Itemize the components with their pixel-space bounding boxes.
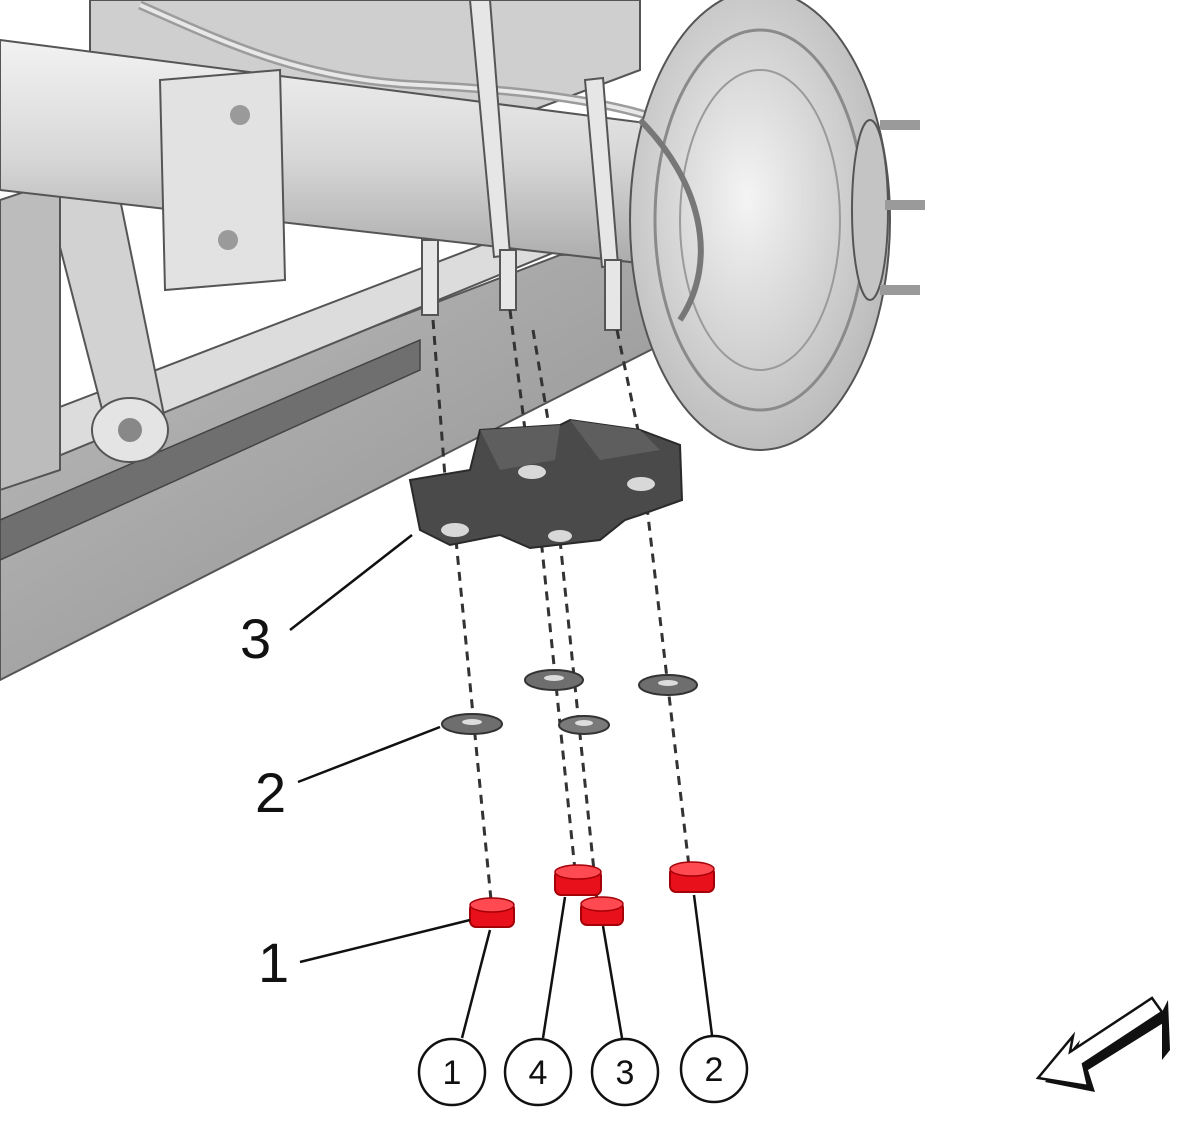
spring-seat-hole-lower: [218, 230, 238, 250]
sequence-label: 4: [529, 1054, 548, 1092]
callout-label-1: 1: [258, 931, 289, 994]
callout-label-3: 3: [240, 607, 271, 670]
nuts: [469, 861, 715, 928]
leaf-spring: [0, 178, 61, 492]
nut: [669, 861, 715, 893]
leader-2: [297, 725, 441, 784]
washer: [441, 713, 503, 735]
bracket-hole: [518, 465, 546, 479]
sequence-label: 3: [616, 1054, 635, 1092]
washer: [524, 669, 584, 691]
bracket-hole: [441, 523, 469, 537]
nut: [469, 897, 515, 928]
sequence-label: 1: [443, 1054, 462, 1092]
callout-label-2: 2: [255, 761, 286, 824]
nut: [554, 864, 602, 896]
underbody-dark-channel: [0, 338, 421, 561]
wheel-stud: [880, 120, 920, 130]
brake-drum: [629, 0, 925, 451]
anchor-plate-bracket: [408, 418, 684, 550]
wheel-stud: [880, 285, 920, 295]
sequence-label: 2: [705, 1051, 724, 1089]
spring-seat: [158, 68, 287, 292]
tightening-sequence: 1 4 3 2: [417, 894, 749, 1107]
forward-arrow-icon: [1035, 996, 1170, 1092]
wheel-stud: [885, 200, 925, 210]
sequence-marker: 2: [679, 1034, 749, 1104]
leader-3: [289, 534, 413, 631]
u-bolts: [421, 0, 622, 331]
washers: [441, 669, 698, 735]
vehicle-underbody: [0, 0, 925, 682]
washer: [558, 715, 610, 735]
shock-bolt: [118, 418, 142, 442]
sequence-marker: 1: [417, 1037, 487, 1107]
bracket-hole: [548, 530, 572, 542]
bracket-hole: [627, 477, 655, 491]
washer: [638, 674, 698, 696]
leader-1: [299, 918, 471, 964]
sequence-marker: 4: [503, 1037, 573, 1107]
nut: [580, 896, 624, 926]
sequence-marker: 3: [590, 1037, 660, 1107]
callouts: 3 2 1: [240, 534, 471, 994]
spring-seat-hole: [230, 105, 250, 125]
